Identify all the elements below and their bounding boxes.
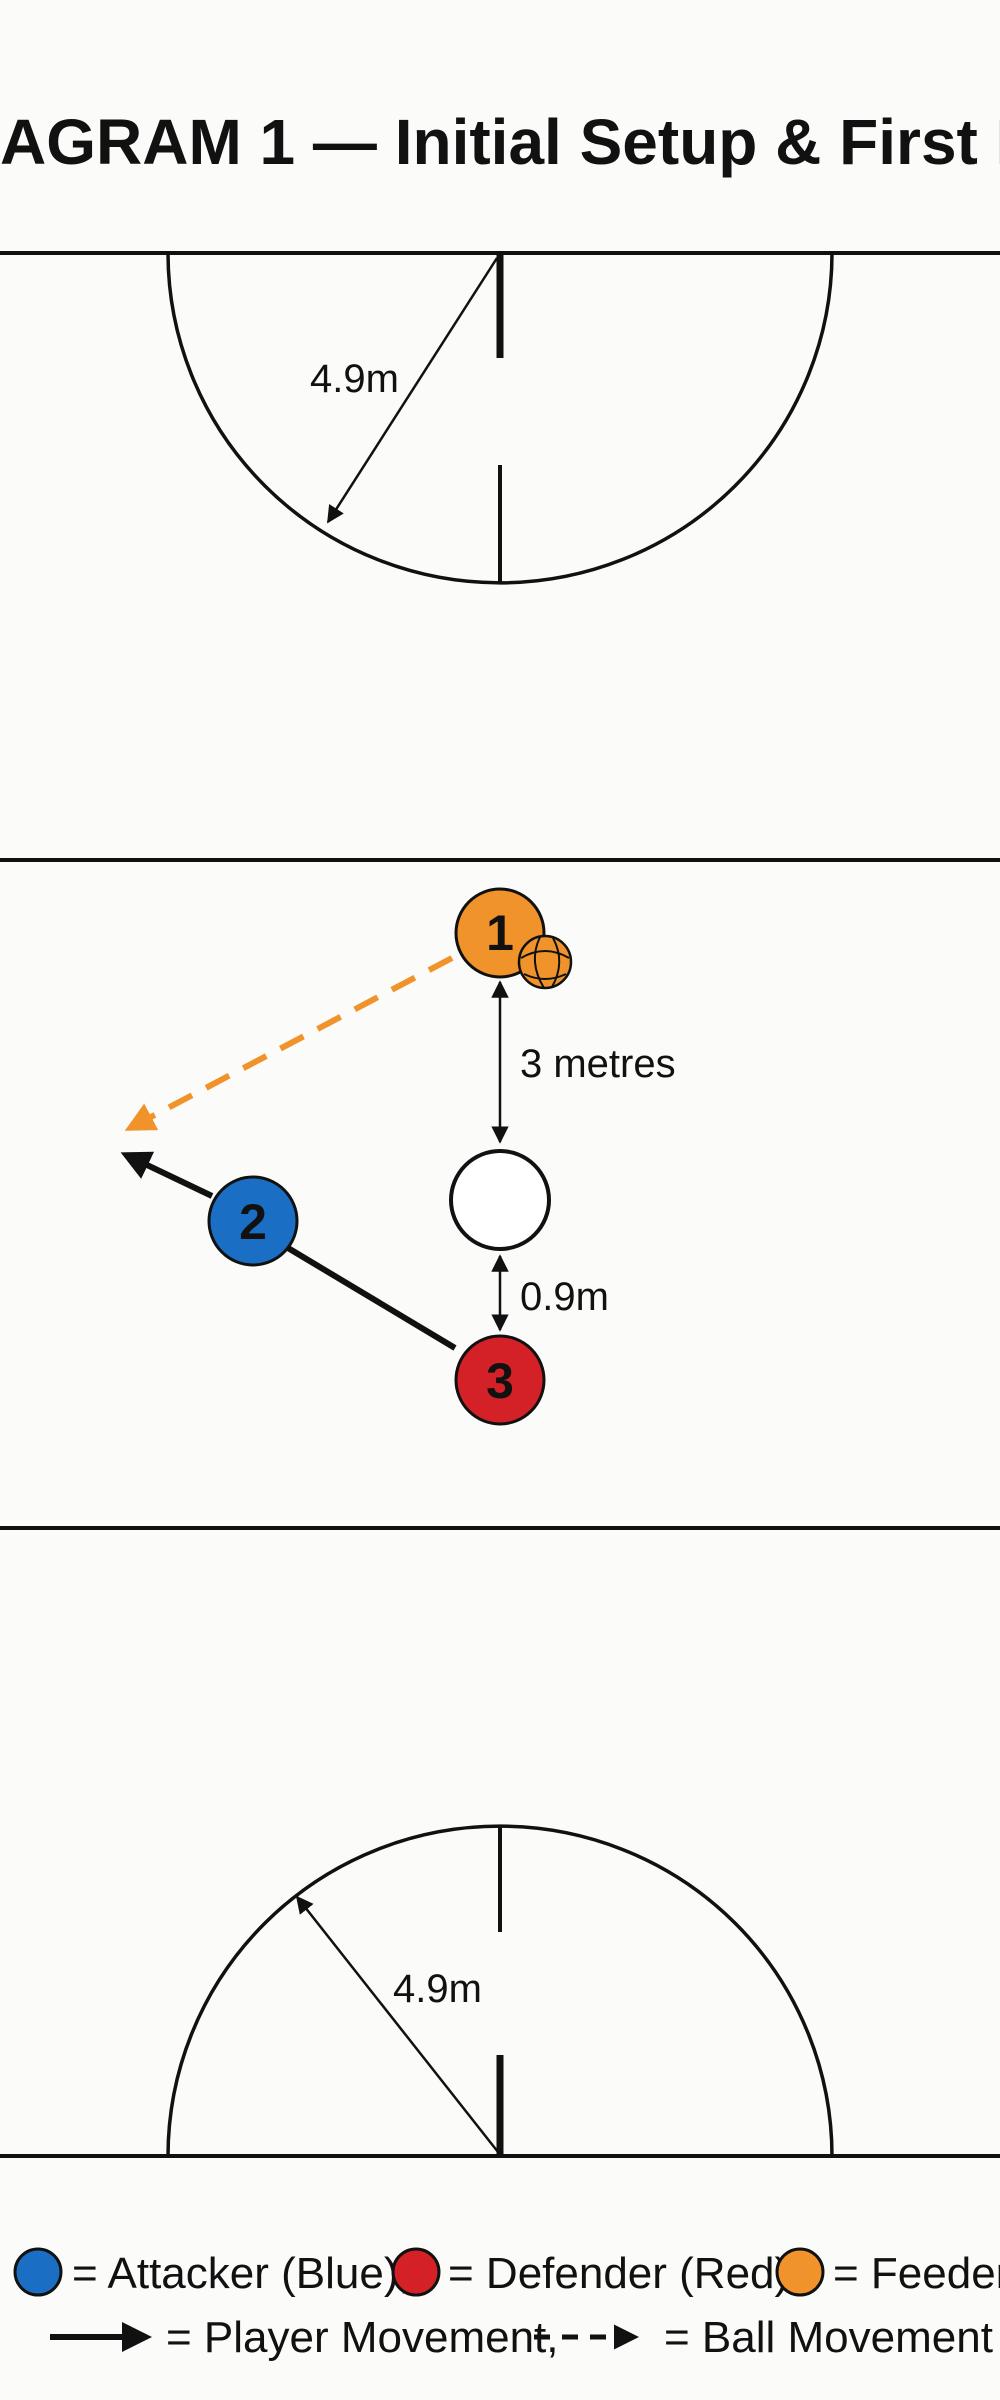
feeder-number: 1: [486, 905, 514, 961]
distance-label-0-9m: 0.9m: [520, 1275, 609, 1319]
attacker-number: 2: [239, 1194, 267, 1250]
bottom-radius-label: 4.9m: [393, 1967, 482, 2011]
legend-defender-swatch: [391, 2247, 441, 2297]
attacker-movement-arrow: [120, 1151, 214, 1199]
attacker-player: 2: [207, 1175, 299, 1267]
centre-third: 3 metres 0.9m 1 2 3: [120, 887, 676, 1426]
bottom-shooting-circle: 4.9m: [166, 1824, 834, 2157]
empty-position-marker: [449, 1149, 551, 1251]
legend-defender-label: = Defender (Red),: [448, 2249, 801, 2298]
netball-icon: [517, 934, 573, 990]
attacker-movement-path: [286, 1245, 457, 1351]
distance-label-3m: 3 metres: [520, 1042, 676, 1086]
bottom-radius-arrow: [295, 1895, 499, 2153]
top-radius-arrow: [326, 257, 499, 524]
top-radius-label: 4.9m: [310, 357, 399, 401]
defender-number: 3: [486, 1353, 514, 1409]
ball-movement-arrow: [124, 955, 454, 1131]
diagram-title: AGRAM 1 — Initial Setup & First Dodg: [0, 106, 1000, 178]
legend-attacker-swatch: [13, 2247, 63, 2297]
legend-attacker-label: = Attacker (Blue),: [72, 2249, 411, 2298]
legend-feeder-label: = Feeder (: [833, 2249, 1000, 2298]
legend-ball-movement-label: = Ball Movement: [664, 2313, 993, 2362]
legend-feeder-swatch: [775, 2247, 825, 2297]
feeder-player: 1: [454, 887, 546, 979]
top-shooting-circle: 4.9m: [166, 252, 834, 585]
legend: = Attacker (Blue), = Defender (Red), = F…: [13, 2247, 1000, 2362]
legend-player-movement-label: = Player Movement,: [166, 2313, 559, 2362]
defender-player: 3: [454, 1334, 546, 1426]
